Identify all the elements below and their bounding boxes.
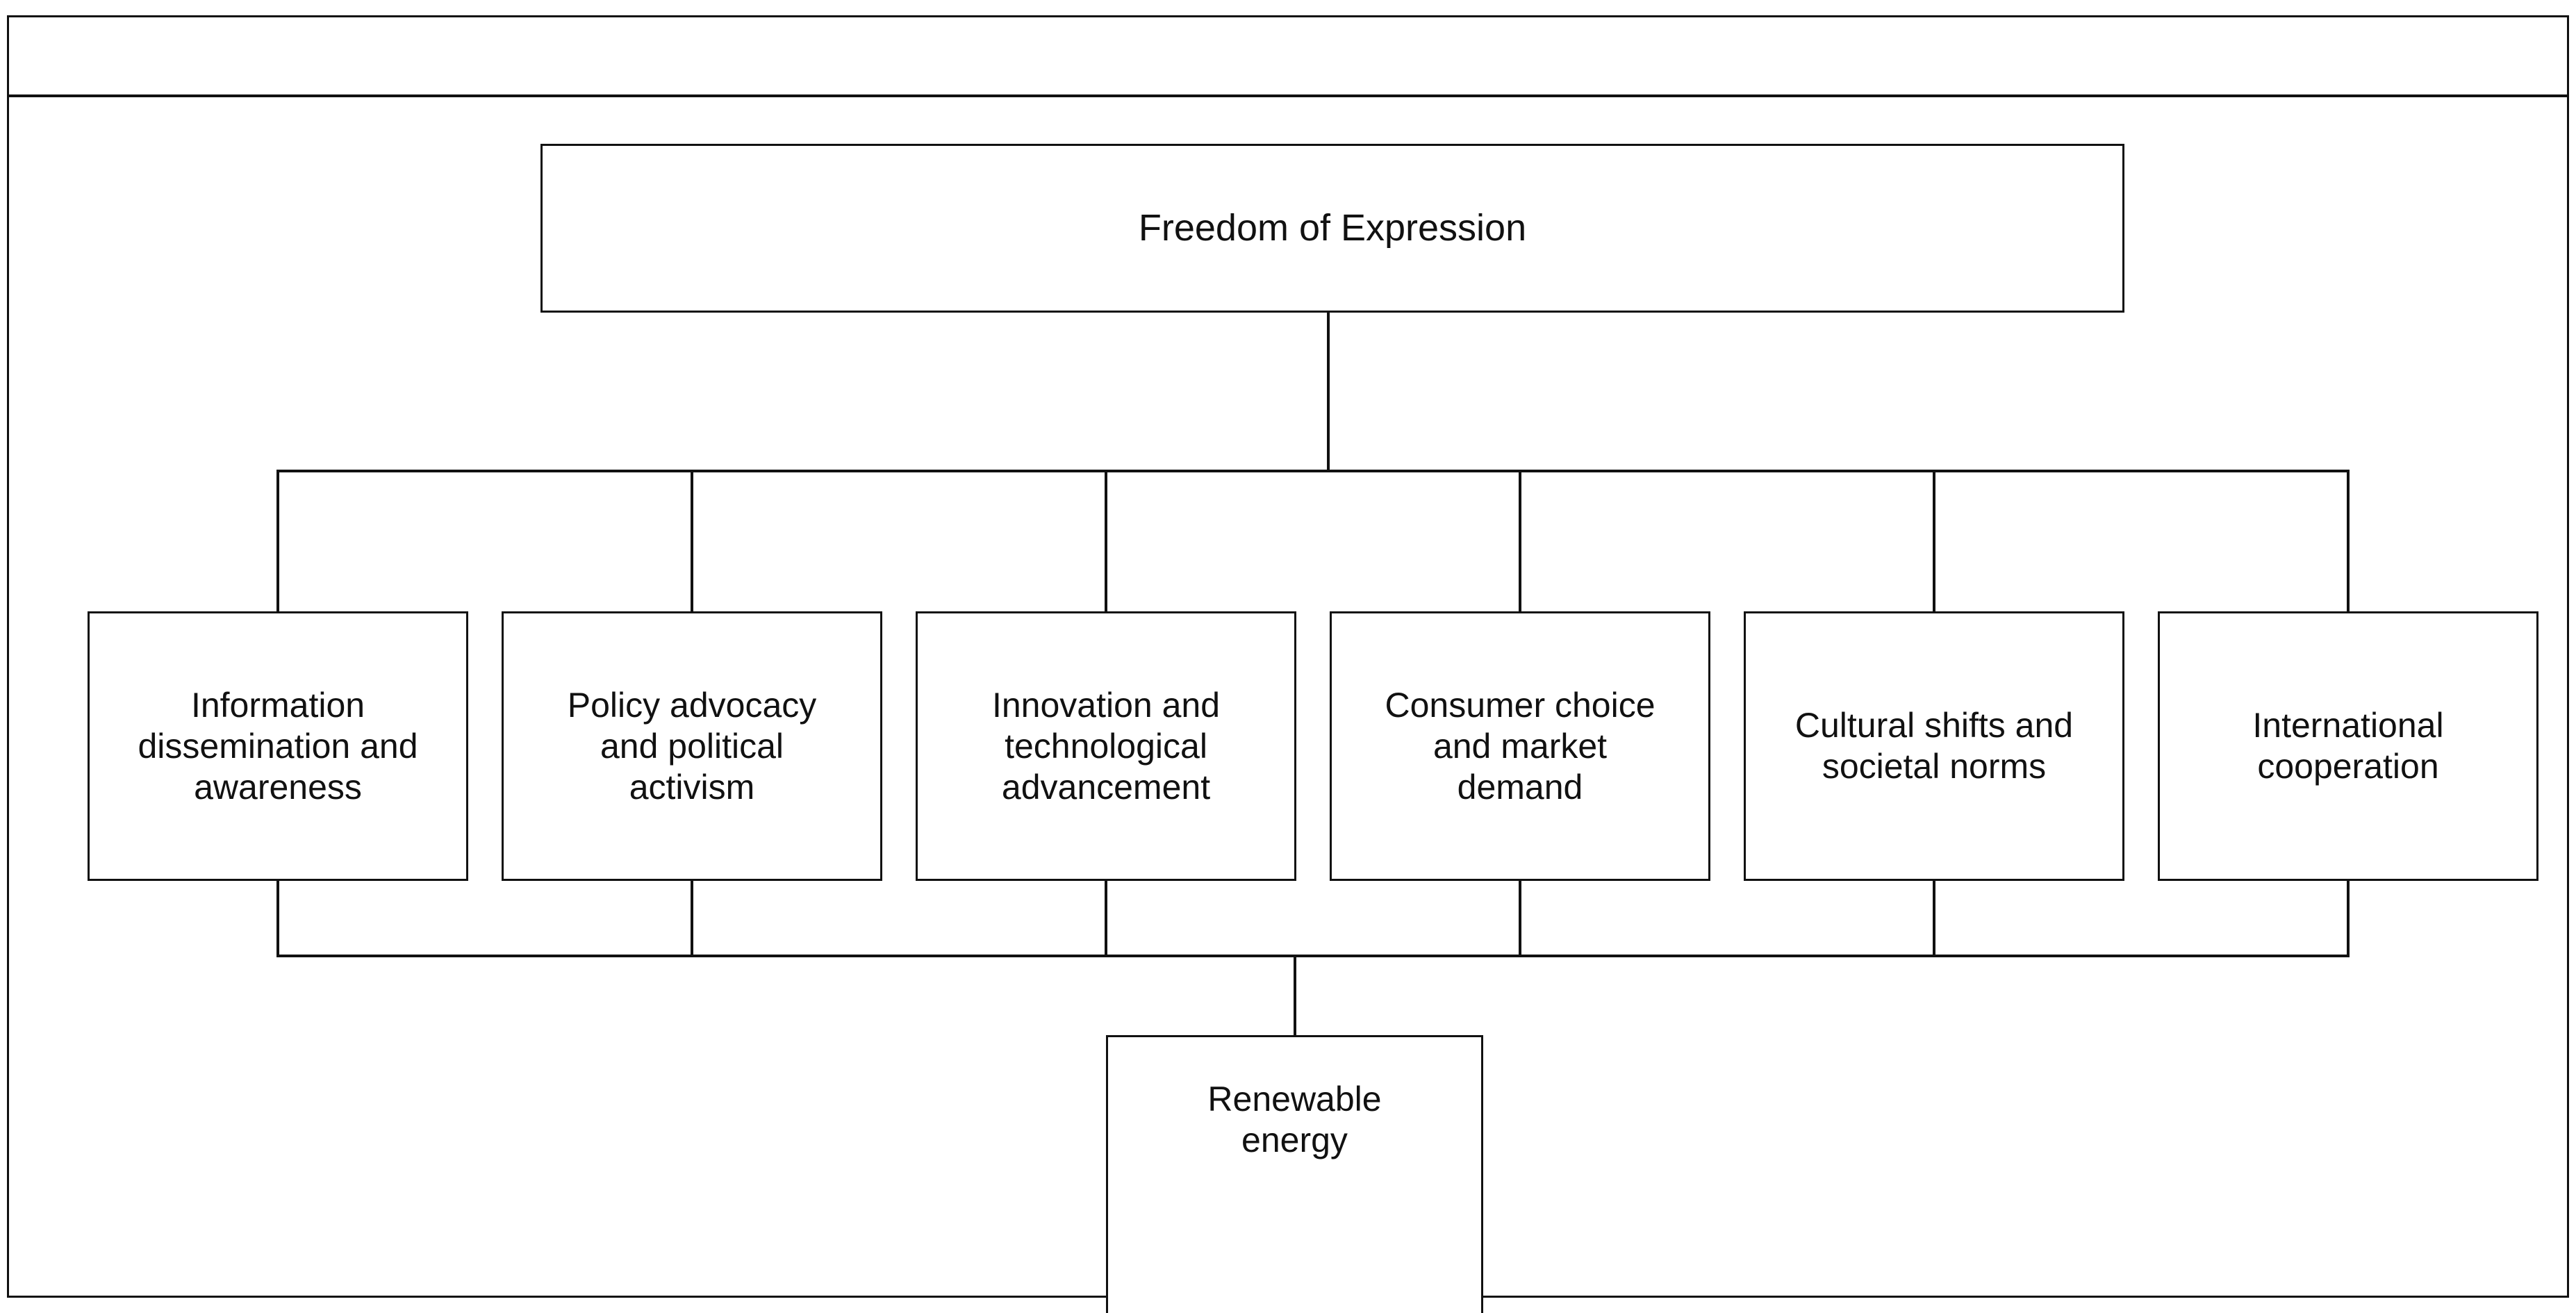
node-leaf-renewable-energy: Renewable energy <box>1106 1035 1483 1313</box>
node-branch-cultural-shifts: Cultural shifts and societal norms <box>1744 611 2124 881</box>
connector-branch-5-to-bus <box>2347 880 2350 957</box>
connector-bus-to-branch-1 <box>691 471 693 613</box>
connector-bus-to-branch-4 <box>1933 471 1935 613</box>
connector-upper-bus <box>276 470 2350 472</box>
node-branch-information-dissemination: Information dissemination and awareness <box>88 611 468 881</box>
node-branch-international-cooperation: International cooperation <box>2158 611 2538 881</box>
connector-branch-0-to-bus <box>276 880 279 957</box>
node-branch-innovation-technological: Innovation and technological advancement <box>916 611 1296 881</box>
node-root: Freedom of Expression <box>540 144 2124 313</box>
connector-branch-1-to-bus <box>691 880 693 957</box>
connector-bus-to-branch-2 <box>1105 471 1107 613</box>
connector-bus-to-branch-5 <box>2347 471 2350 613</box>
connector-branch-3-to-bus <box>1519 880 1521 957</box>
header-strip <box>7 15 2569 97</box>
node-branch-label: Cultural shifts and societal norms <box>1794 706 2074 786</box>
node-branch-label: Innovation and technological advancement <box>991 685 1221 807</box>
node-branch-label: Policy advocacy and political activism <box>567 685 817 807</box>
connector-bus-to-branch-3 <box>1519 471 1521 613</box>
node-leaf-label: Renewable energy <box>1207 1080 1382 1159</box>
connector-branch-2-to-bus <box>1105 880 1107 957</box>
node-root-label: Freedom of Expression <box>1138 206 1527 249</box>
connector-lower-bus <box>276 955 2350 957</box>
node-branch-policy-advocacy: Policy advocacy and political activism <box>502 611 882 881</box>
node-branch-label: Consumer choice and market demand <box>1385 685 1656 807</box>
node-branch-label: International cooperation <box>2252 706 2444 786</box>
node-branch-consumer-choice: Consumer choice and market demand <box>1330 611 1710 881</box>
connector-root-to-bus <box>1327 313 1330 472</box>
connector-bus-to-branch-0 <box>276 471 279 613</box>
node-branch-label: Information dissemination and awareness <box>138 685 418 807</box>
connector-bus-to-leaf <box>1294 956 1296 1038</box>
connector-branch-4-to-bus <box>1933 880 1935 957</box>
